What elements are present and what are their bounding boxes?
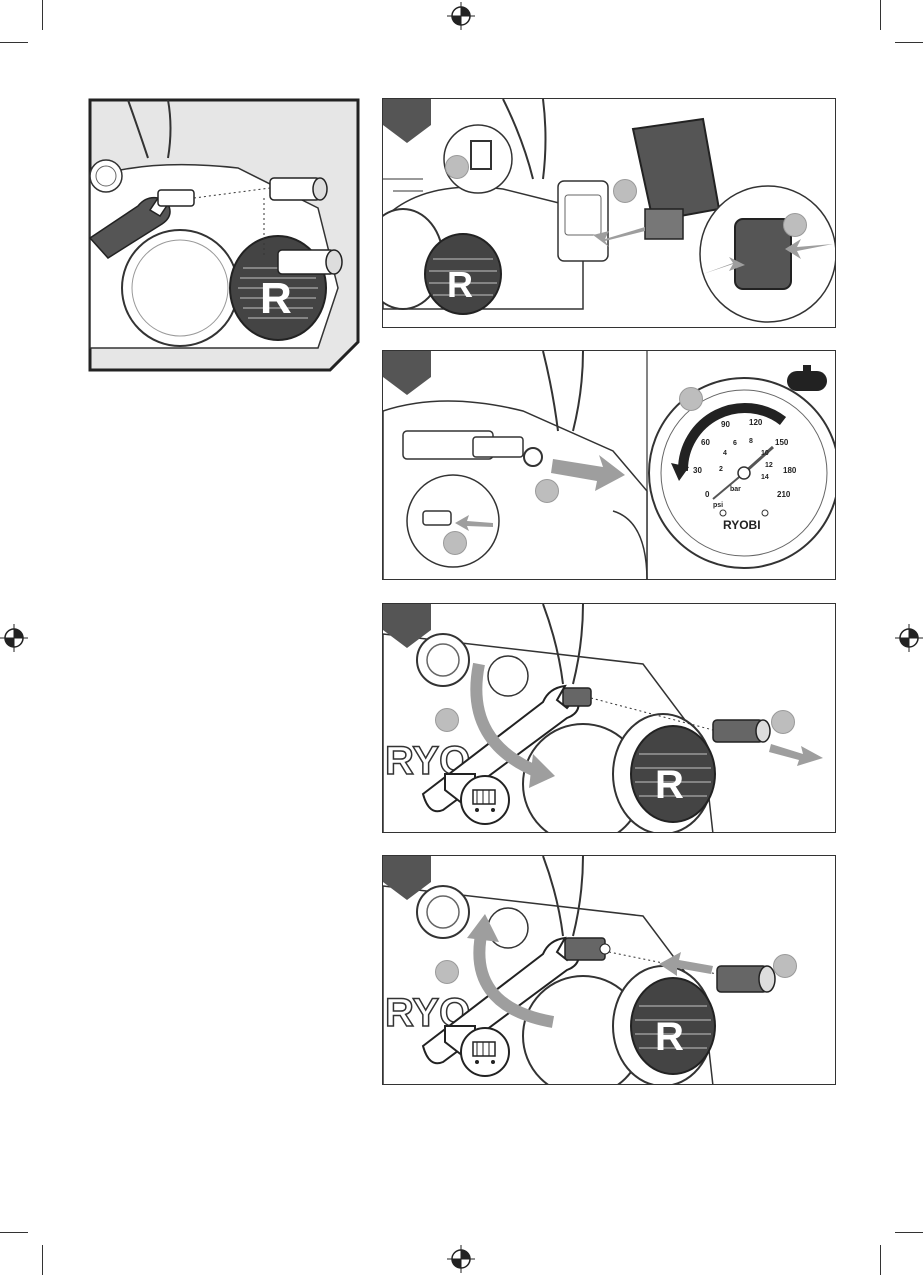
registration-mark-icon	[0, 624, 28, 652]
callout-marker	[783, 213, 807, 237]
ryobi-r-logo: R	[447, 264, 473, 305]
crop-mark-bottom-right-v	[880, 1245, 881, 1275]
step-tab-3	[383, 604, 431, 648]
callout-marker	[443, 531, 467, 555]
crop-mark-top-right-h	[895, 42, 923, 43]
overview-illustration: R	[88, 98, 360, 372]
arrow-icon	[529, 754, 555, 788]
callout-marker	[445, 155, 469, 179]
gauge-psi-tick: 180	[783, 466, 797, 475]
arrow-icon	[467, 914, 499, 942]
gauge-psi-tick: 150	[775, 438, 789, 447]
callout-marker	[613, 179, 637, 203]
arrow-icon	[659, 952, 713, 976]
registration-mark-icon	[447, 1245, 475, 1273]
gauge-psi-tick: 30	[693, 466, 702, 475]
callout-marker	[771, 710, 795, 734]
gauge-bar-tick: 8	[749, 438, 753, 445]
step-panel-2: 0 30 60 90 120 150 180 210 2 4 6 8 10 12…	[382, 350, 836, 580]
callout-marker	[535, 479, 559, 503]
arrow-icon	[671, 463, 689, 481]
cart-icon	[444, 1025, 510, 1077]
registration-mark-icon	[895, 624, 923, 652]
tank-icon	[787, 365, 827, 391]
gauge-psi-tick: 90	[721, 420, 730, 429]
gauge-bar-tick: 4	[723, 450, 727, 457]
gauge-psi-tick: 210	[777, 490, 791, 499]
gauge-bar-tick: 6	[733, 440, 737, 447]
step-tab-4	[383, 856, 431, 900]
pressure-gauge: 0 30 60 90 120 150 180 210 2 4 6 8 10 12…	[648, 377, 835, 569]
ryobi-r-logo: R	[655, 763, 684, 807]
registration-mark-icon	[447, 2, 475, 30]
gauge-psi-unit: psi	[713, 502, 723, 509]
cart-icon	[444, 773, 510, 825]
gauge-psi-tick: 0	[705, 490, 710, 499]
wrench-icon	[88, 196, 171, 259]
gauge-bar-tick: 14	[761, 474, 769, 481]
callout-marker	[679, 387, 703, 411]
step-tab-2	[383, 351, 431, 395]
gauge-psi-tick: 120	[749, 418, 763, 427]
crop-mark-bottom-left-v	[42, 1245, 43, 1275]
gauge-bar-unit: bar	[730, 486, 741, 493]
callout-marker	[435, 708, 459, 732]
step-panel-3: RYO R	[382, 603, 836, 833]
gauge-bar-tick: 10	[761, 450, 769, 457]
crop-mark-bottom-left-h	[0, 1232, 28, 1233]
step-panel-4: RYO R	[382, 855, 836, 1085]
step-panel-1: R	[382, 98, 836, 328]
gauge-bar-tick: 12	[765, 462, 773, 469]
step-tab-1	[383, 99, 431, 143]
crop-mark-top-left-h	[0, 42, 28, 43]
gauge-bar-tick: 2	[719, 466, 723, 473]
ryobi-r-logo: R	[655, 1015, 684, 1059]
ryobi-r-logo: R	[260, 274, 292, 323]
callout-marker	[773, 954, 797, 978]
crop-mark-top-right-v	[880, 0, 881, 30]
callout-marker	[435, 960, 459, 984]
arrow-icon	[769, 744, 823, 766]
crop-mark-bottom-right-h	[895, 1232, 923, 1233]
gauge-brand-label: RYOBI	[723, 518, 761, 532]
gauge-psi-tick: 60	[701, 438, 710, 447]
crop-mark-top-left-v	[42, 0, 43, 30]
